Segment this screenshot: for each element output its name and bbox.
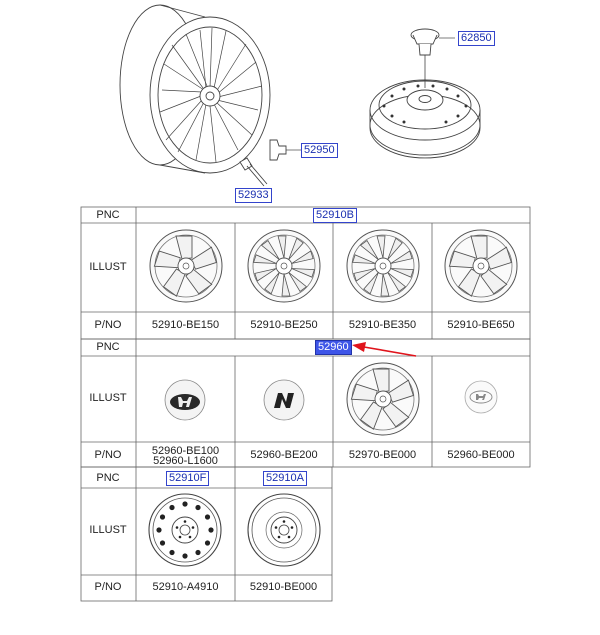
- steel-wheel-icon: [148, 493, 222, 567]
- hyundai-logo-icon: [164, 379, 206, 421]
- callout-table-1-pnc[interactable]: 52910B: [313, 208, 357, 223]
- lug-nut-icon: [269, 139, 301, 161]
- wheel-cap-icon: [410, 28, 455, 56]
- part-number: 52960-BE200: [250, 449, 318, 461]
- hyundai-logo-icon: [464, 380, 498, 414]
- n-logo-icon: [263, 379, 305, 421]
- callout-table-2-pnc[interactable]: 52960: [315, 340, 352, 355]
- row-label-pno: P/NO: [94, 319, 122, 331]
- steel-wheel-icon: [247, 493, 321, 567]
- row-label-pnc: PNC: [96, 472, 120, 484]
- callout-table-3-pnc-a[interactable]: 52910F: [166, 471, 210, 486]
- table-1-wheels: [149, 229, 518, 303]
- part-number: 52910-BE150: [151, 319, 220, 331]
- spare-wheel-icon: [369, 55, 481, 159]
- table-3-grid: [80, 466, 333, 602]
- part-number: 52910-BE000: [249, 581, 318, 593]
- row-label-pno: P/NO: [94, 581, 122, 593]
- part-number: 52910-BE650: [447, 319, 515, 331]
- part-number: 52910-BE250: [250, 319, 318, 331]
- row-label-illust: ILLUST: [89, 524, 127, 536]
- callout-lug-nut[interactable]: 52950: [301, 143, 338, 158]
- alloy-wheel-icon: [149, 229, 223, 303]
- part-number: 52910-A4910: [152, 581, 219, 593]
- table-1-grid: [80, 206, 531, 340]
- row-label-illust: ILLUST: [89, 261, 127, 273]
- row-label-illust: ILLUST: [89, 392, 127, 404]
- callout-table-3-pnc-b[interactable]: 52910A: [263, 471, 307, 486]
- part-number: 52970-BE000: [348, 449, 417, 461]
- part-number: 52960-BE100: [151, 445, 220, 457]
- row-label-pnc: PNC: [96, 209, 120, 221]
- callout-cap-nut[interactable]: 62850: [458, 31, 495, 46]
- row-label-pnc: PNC: [96, 341, 120, 353]
- part-number: 52910-BE350: [348, 319, 417, 331]
- alloy-wheel-icon: [119, 4, 271, 174]
- highlight-arrow: [352, 342, 417, 357]
- row-label-pno: P/NO: [94, 449, 122, 461]
- alloy-wheel-icon: [247, 229, 321, 303]
- alloy-wheel-icon: [346, 362, 420, 436]
- lug-bolt-icon: [239, 157, 268, 190]
- alloy-wheel-icon: [444, 229, 518, 303]
- alloy-wheel-icon: [346, 229, 420, 303]
- part-number: 52960-BE000: [447, 449, 515, 461]
- part-number: 52960-L1600: [153, 455, 218, 467]
- callout-lug-bolt[interactable]: 52933: [235, 188, 272, 203]
